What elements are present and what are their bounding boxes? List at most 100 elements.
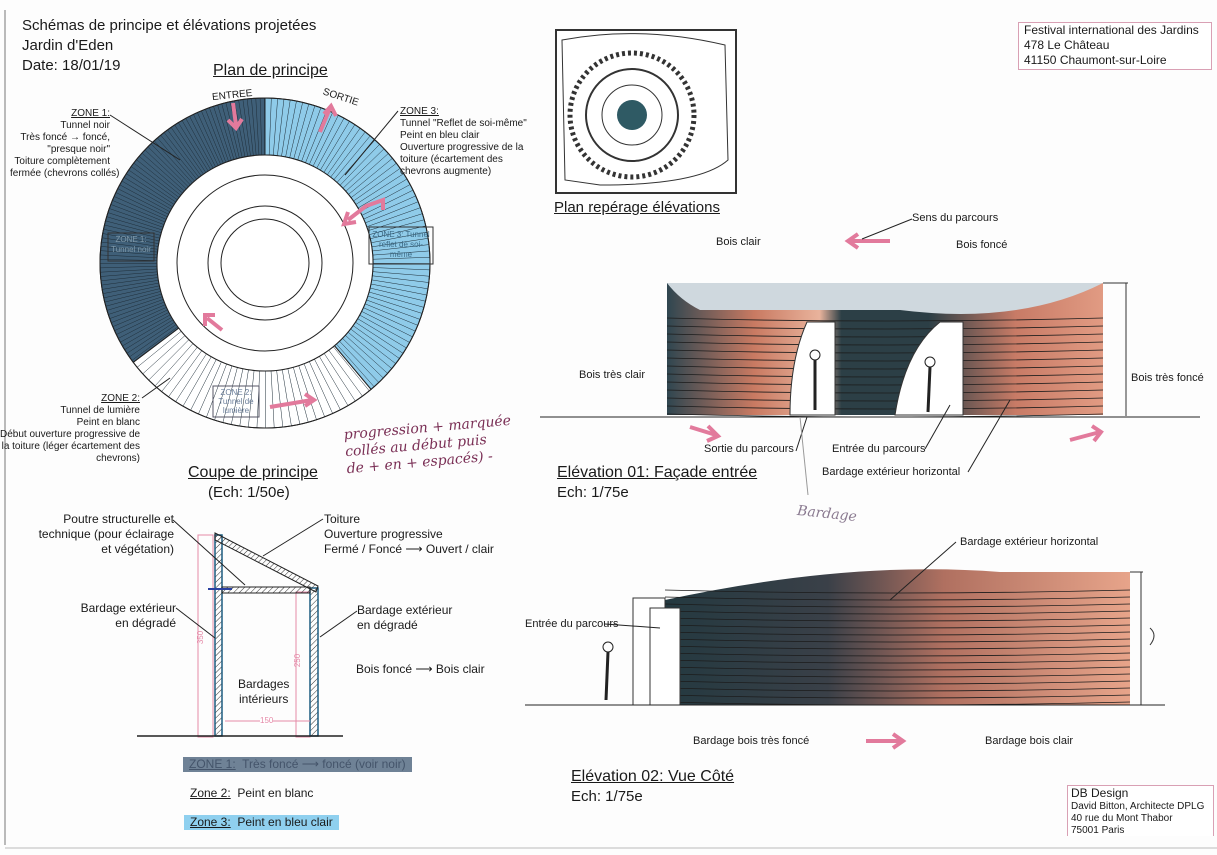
cladding-slat (664, 631, 1131, 636)
rafter-line (234, 100, 246, 157)
route-arrows (203, 102, 385, 409)
rafter-line (256, 370, 260, 428)
rafter-line (221, 103, 237, 159)
rafter-line (168, 350, 203, 397)
rafter-line (368, 291, 424, 308)
bois-fonce-label: Bois foncé (956, 239, 1008, 251)
bois-gradient-label: Bois foncé ⟶ Bois clair (356, 662, 485, 676)
studio-city: 75001 Paris (1071, 825, 1125, 836)
rafter-line (160, 134, 197, 180)
rafter-line (365, 201, 419, 224)
legend-zone2-text: Peint en blanc (237, 786, 314, 800)
rafter-line (104, 288, 161, 303)
rafter-line (126, 321, 175, 354)
rafter-line (361, 311, 413, 338)
rafter-line (363, 195, 416, 220)
rafter-line (352, 325, 400, 359)
rafter-line (316, 118, 345, 169)
rafter-line (355, 173, 404, 205)
studio-name: DB Design (1071, 786, 1129, 800)
cladding-slat (666, 357, 1104, 362)
festival-name: Festival international des Jardins (1024, 23, 1199, 37)
rafter-line (131, 326, 178, 361)
elevation-01-drawing (540, 218, 1200, 496)
zone3-line: Peint en bleu clair (400, 130, 480, 141)
rafter-line (129, 324, 177, 358)
rafter-line (121, 180, 172, 210)
rafter-line (298, 365, 317, 420)
rafter-line (101, 241, 158, 250)
elev1-title: Elévation 01: Façade entrée (557, 464, 758, 481)
elevation-02-drawing (525, 541, 1165, 750)
festival-street: 478 Le Château (1024, 38, 1110, 52)
rafter-line (124, 319, 174, 350)
rafter-line (231, 368, 244, 425)
rafter-line (242, 99, 251, 157)
rafter-line (323, 353, 356, 402)
rafter-line (105, 291, 161, 307)
rafter-line (330, 131, 366, 178)
rafter-line (120, 314, 171, 343)
rafter-line (141, 152, 185, 192)
project-name: Jardin d'Eden (22, 37, 114, 54)
rafter-line (305, 109, 328, 163)
rafter-line (174, 124, 207, 173)
legend-zone3: Zone 3: Peint en bleu clair (184, 815, 339, 830)
rafter-line (178, 122, 209, 172)
zone1-line: Très foncé → foncé, (20, 132, 110, 143)
rafter-line (276, 370, 284, 428)
poutre-line: technique (pour éclairage (38, 527, 174, 541)
rafter-line (273, 98, 278, 156)
zone1-line: fermée (chevrons collés) (10, 168, 120, 179)
rafter-line (314, 358, 341, 410)
entree-parcours-label: Entrée du parcours (832, 443, 926, 455)
rafter-line (101, 277, 159, 286)
rafter-line (100, 250, 158, 256)
rafter-line (126, 173, 175, 205)
legend-zone2: Zone 2: Peint en blanc (190, 786, 313, 801)
rafter-line (106, 293, 162, 311)
zone1-title: ZONE 1: (71, 108, 110, 119)
zone2-tag: ZONE 2: Tunnel de lumière (218, 388, 254, 415)
rafter-line (248, 370, 255, 428)
rafter-line (197, 112, 221, 165)
zone3-note: ZONE 3: Tunnel "Reflet de soi-même" Pein… (400, 106, 527, 178)
rafter-line (333, 346, 370, 392)
sortie-parcours-label: Sortie du parcours (704, 443, 794, 455)
zone3-title: ZONE 3: (400, 106, 439, 117)
toiture-line: Toiture (324, 512, 361, 526)
rafter-line (190, 359, 217, 411)
rafter-line (106, 216, 162, 233)
rafter-line (100, 259, 158, 261)
rafter-line (333, 135, 371, 180)
rafter-line (118, 312, 170, 339)
rafter-line (353, 168, 401, 202)
rafter-line (157, 137, 195, 182)
rafter-line (268, 98, 272, 156)
rafter-line (136, 159, 181, 196)
rafter-line (110, 204, 165, 225)
cladding-slat (666, 397, 1104, 402)
rafter-line (359, 314, 410, 343)
cladding-slat (666, 373, 1104, 378)
legend-zone3-text: Peint en bleu clair (237, 815, 333, 829)
rafter-line (345, 335, 388, 374)
rafter-line (367, 295, 423, 314)
reperage-plan (555, 29, 737, 194)
rafter-line (293, 367, 309, 423)
zone3-line: Tunnel "Reflet de soi-même" (400, 118, 527, 129)
rafter-line (251, 98, 257, 156)
legend-zone1-label: ZONE 1: (189, 757, 236, 771)
rafter-line (246, 98, 254, 156)
cladding-slat (664, 680, 1131, 685)
rafter-line (285, 100, 297, 158)
festival-address-box: Festival international des Jardins 478 L… (1018, 22, 1212, 70)
rafter-line (205, 109, 227, 163)
rafter-line (364, 303, 418, 326)
bardage-ext-left: Bardage extérieur en dégradé (40, 601, 176, 631)
cladding-slat (666, 365, 1104, 370)
rafter-line (167, 129, 202, 176)
elev1-scale: Ech: 1/75e (557, 484, 629, 501)
elev2-entree-label: Entrée du parcours (525, 618, 619, 630)
